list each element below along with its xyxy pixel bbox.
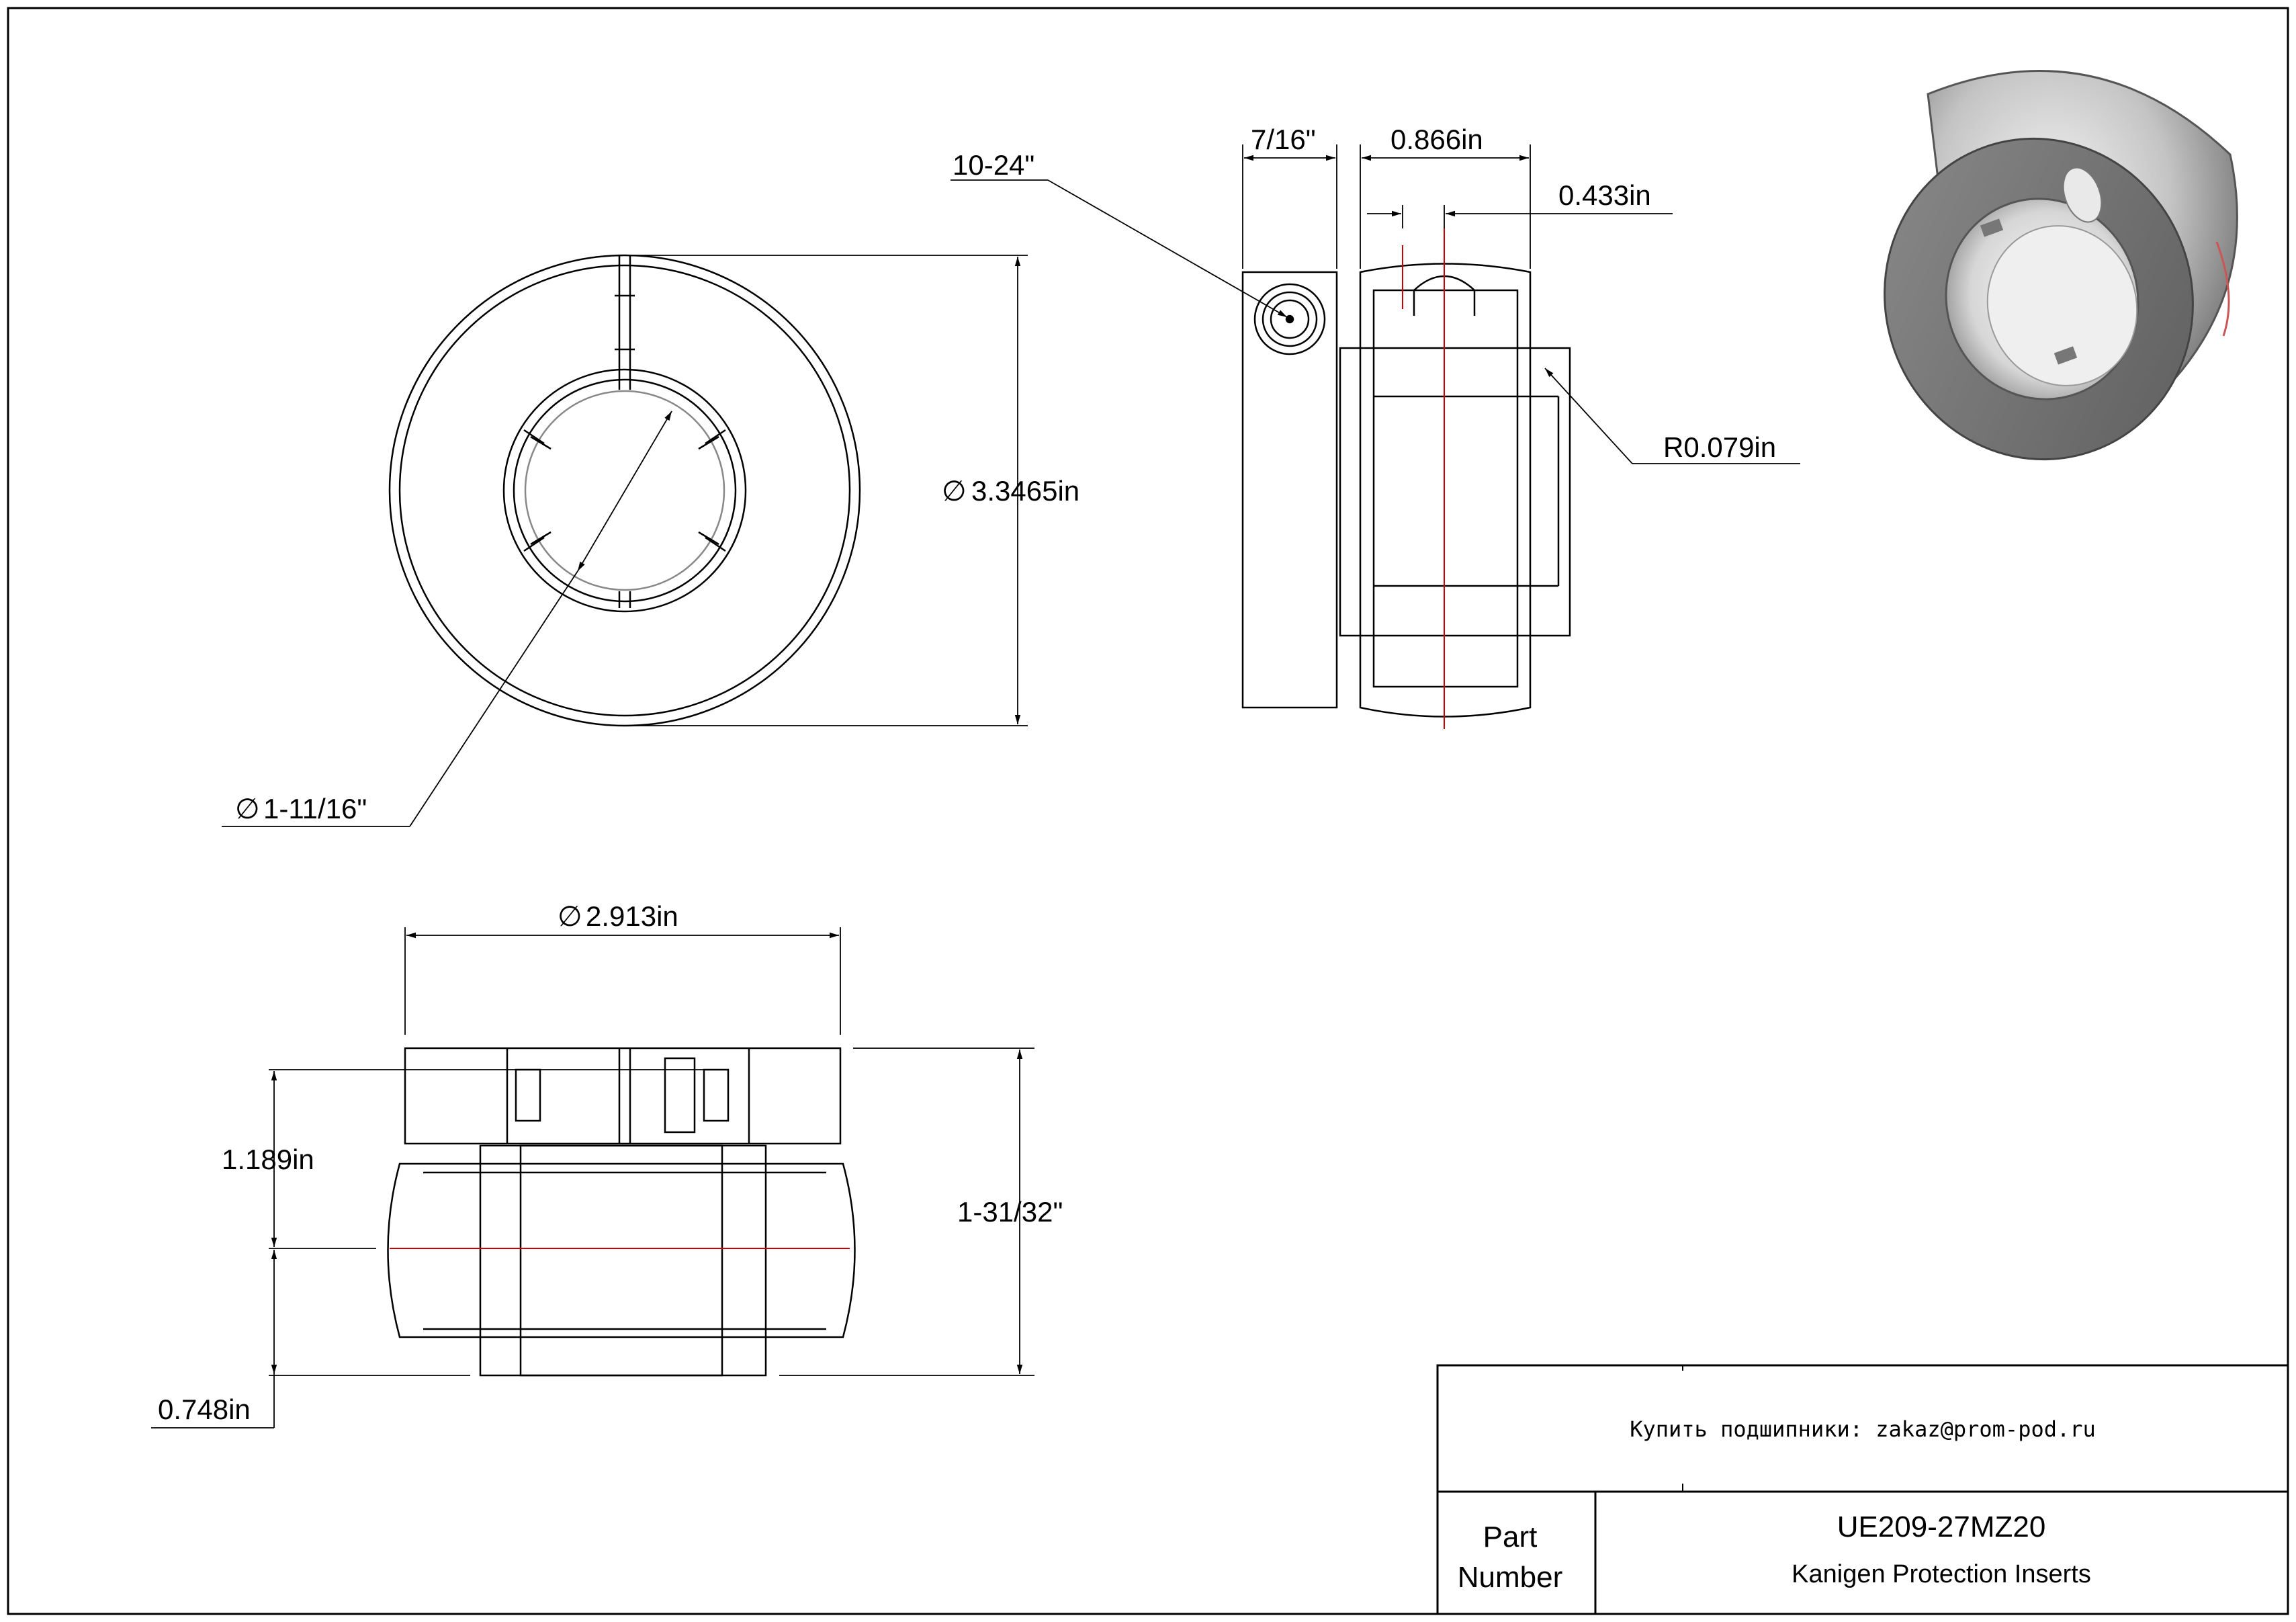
bore-mid-circle	[513, 378, 737, 603]
collar-width-label: 7/16"	[1251, 124, 1316, 155]
bore-dia-symbol: ∅	[235, 793, 260, 824]
collar-dia-label: 2.913in	[586, 900, 678, 932]
collar-dia-symbol: ∅	[558, 900, 582, 932]
collar-side	[1241, 271, 1338, 709]
inner-width-label: 0.866in	[1390, 124, 1483, 155]
contact-text: Купить подшипники: zakaz@prom-pod.ru	[1630, 1416, 2096, 1442]
bearing-3d-render	[1884, 70, 2238, 461]
radius-label: R0.079in	[1663, 431, 1776, 463]
height-total-label: 1-31/32"	[957, 1196, 1063, 1228]
half-width-label: 0.433in	[1558, 179, 1651, 211]
outer-dia-symbol: ∅	[942, 475, 967, 507]
sheet-border	[7, 7, 2289, 1615]
front-view	[222, 254, 1028, 827]
bore-outer-circle	[502, 368, 747, 613]
bottom-view	[151, 927, 1034, 1428]
part-label-line1: Part	[1483, 1521, 1538, 1553]
outer-ring-inner-circle	[398, 264, 851, 717]
side-view	[951, 144, 1800, 729]
bore-dia-label: 1-11/16"	[263, 793, 367, 824]
height-a-label: 1.189in	[222, 1144, 314, 1175]
part-label-line2: Number	[1458, 1561, 1563, 1594]
title-block	[1436, 1364, 2289, 1615]
thread-label: 10-24"	[953, 149, 1034, 181]
collar-top	[404, 1047, 842, 1145]
offset-label: 0.748in	[158, 1394, 251, 1425]
outer-dia-label: 3.3465in	[971, 475, 1079, 507]
inner-ring-front	[387, 1162, 856, 1338]
part-description: Kanigen Protection Inserts	[1792, 1560, 2091, 1588]
part-number: UE209-27MZ20	[1837, 1510, 2046, 1543]
bore-inner-circle	[524, 390, 725, 591]
inner-ring-side	[1359, 263, 1532, 718]
